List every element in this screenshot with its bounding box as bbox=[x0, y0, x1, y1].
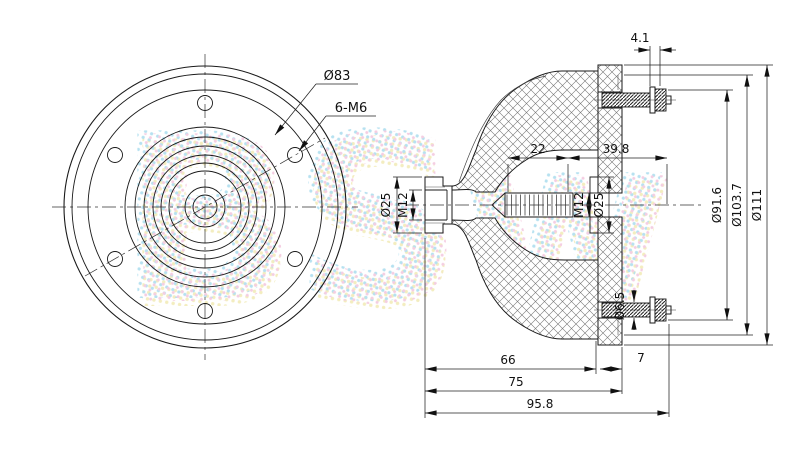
dim-label-d103-7: Ø103.7 bbox=[730, 183, 744, 227]
dim-label-d6-5: Ø6.5 bbox=[613, 292, 627, 321]
circle bbox=[87, 89, 323, 325]
bolt-hole bbox=[197, 303, 213, 319]
dim-bolt-circle: Ø83 bbox=[274, 69, 358, 136]
bolt-hole bbox=[287, 251, 303, 267]
hub-circle bbox=[184, 186, 226, 228]
dim-stud-22: 22 bbox=[507, 142, 569, 192]
circle bbox=[160, 162, 250, 252]
bolt-hole bbox=[107, 147, 123, 163]
dim-label-7: 7 bbox=[637, 351, 645, 365]
section-body bbox=[424, 64, 623, 346]
leader-line bbox=[298, 115, 327, 152]
dim-flange-diameter: Ø111 bbox=[624, 64, 773, 346]
dim-flange-thickness: 7 bbox=[600, 347, 645, 394]
circle bbox=[71, 73, 339, 341]
circle bbox=[143, 145, 267, 269]
dim-washer-thickness: 4.1 bbox=[630, 31, 676, 86]
bolt-holes bbox=[107, 95, 303, 319]
dim-label-66: 66 bbox=[500, 353, 515, 367]
dim-overall-length: 95.8 bbox=[425, 324, 670, 417]
leader-line bbox=[274, 83, 317, 136]
dim-label-m12-left: M12 bbox=[396, 192, 410, 218]
dim-label-4-1: 4.1 bbox=[630, 31, 649, 45]
dim-label-d111: Ø111 bbox=[750, 189, 764, 221]
bolt-hole bbox=[107, 251, 123, 267]
front-view: Ø83 6-M6 bbox=[52, 54, 376, 360]
circle bbox=[152, 154, 258, 260]
section-view: 4.1 22 39.8 Ø25 M12 bbox=[379, 31, 773, 418]
dim-label-d25-left: Ø25 bbox=[379, 193, 393, 218]
dim-bolt-circle-diameter: Ø91.6 bbox=[668, 89, 733, 321]
flange-section-bottom-inner bbox=[597, 216, 623, 303]
bolt-hole bbox=[197, 95, 213, 111]
dim-mounting-holes: 6-M6 bbox=[298, 101, 376, 152]
dim-label-22: 22 bbox=[530, 142, 545, 156]
dim-hole-diameter: Ø6.5 bbox=[613, 290, 637, 330]
dim-length-66: 66 bbox=[424, 238, 597, 418]
dim-label-d91-6: Ø91.6 bbox=[710, 187, 724, 223]
dim-stud-39-8: 39.8 bbox=[568, 142, 668, 204]
centerline-diagonal bbox=[84, 137, 326, 277]
bolt-hole bbox=[287, 147, 303, 163]
dim-left-thread: M12 bbox=[396, 189, 422, 221]
dim-label-75: 75 bbox=[508, 375, 523, 389]
dim-label-m12-right: M12 bbox=[572, 192, 586, 218]
dim-label-39-8: 39.8 bbox=[603, 142, 630, 156]
circle bbox=[168, 170, 242, 244]
concentric-circles bbox=[63, 65, 347, 349]
dim-length-75: 75 bbox=[425, 375, 622, 394]
dim-label-d25-right: Ø25 bbox=[592, 193, 606, 218]
outer-circle bbox=[63, 65, 347, 349]
dim-recess-diameter: Ø103.7 bbox=[624, 74, 753, 336]
dim-label-6m6: 6-M6 bbox=[335, 101, 367, 116]
dim-right-thread: M12 bbox=[572, 192, 593, 218]
circle bbox=[124, 126, 286, 288]
flange-section-bottom-outer bbox=[597, 317, 623, 346]
dim-left-boss: Ø25 bbox=[379, 176, 422, 234]
dim-label-d83: Ø83 bbox=[324, 69, 351, 84]
flange-section-top-outer bbox=[597, 64, 623, 93]
circle bbox=[134, 136, 276, 278]
dim-label-95-8: 95.8 bbox=[527, 397, 554, 411]
center-hole bbox=[192, 194, 218, 220]
section-centerlines bbox=[405, 99, 702, 311]
bell-surface-contour bbox=[458, 75, 547, 183]
dim-right-boss: Ø25 bbox=[590, 176, 614, 234]
front-centerlines bbox=[52, 54, 358, 360]
